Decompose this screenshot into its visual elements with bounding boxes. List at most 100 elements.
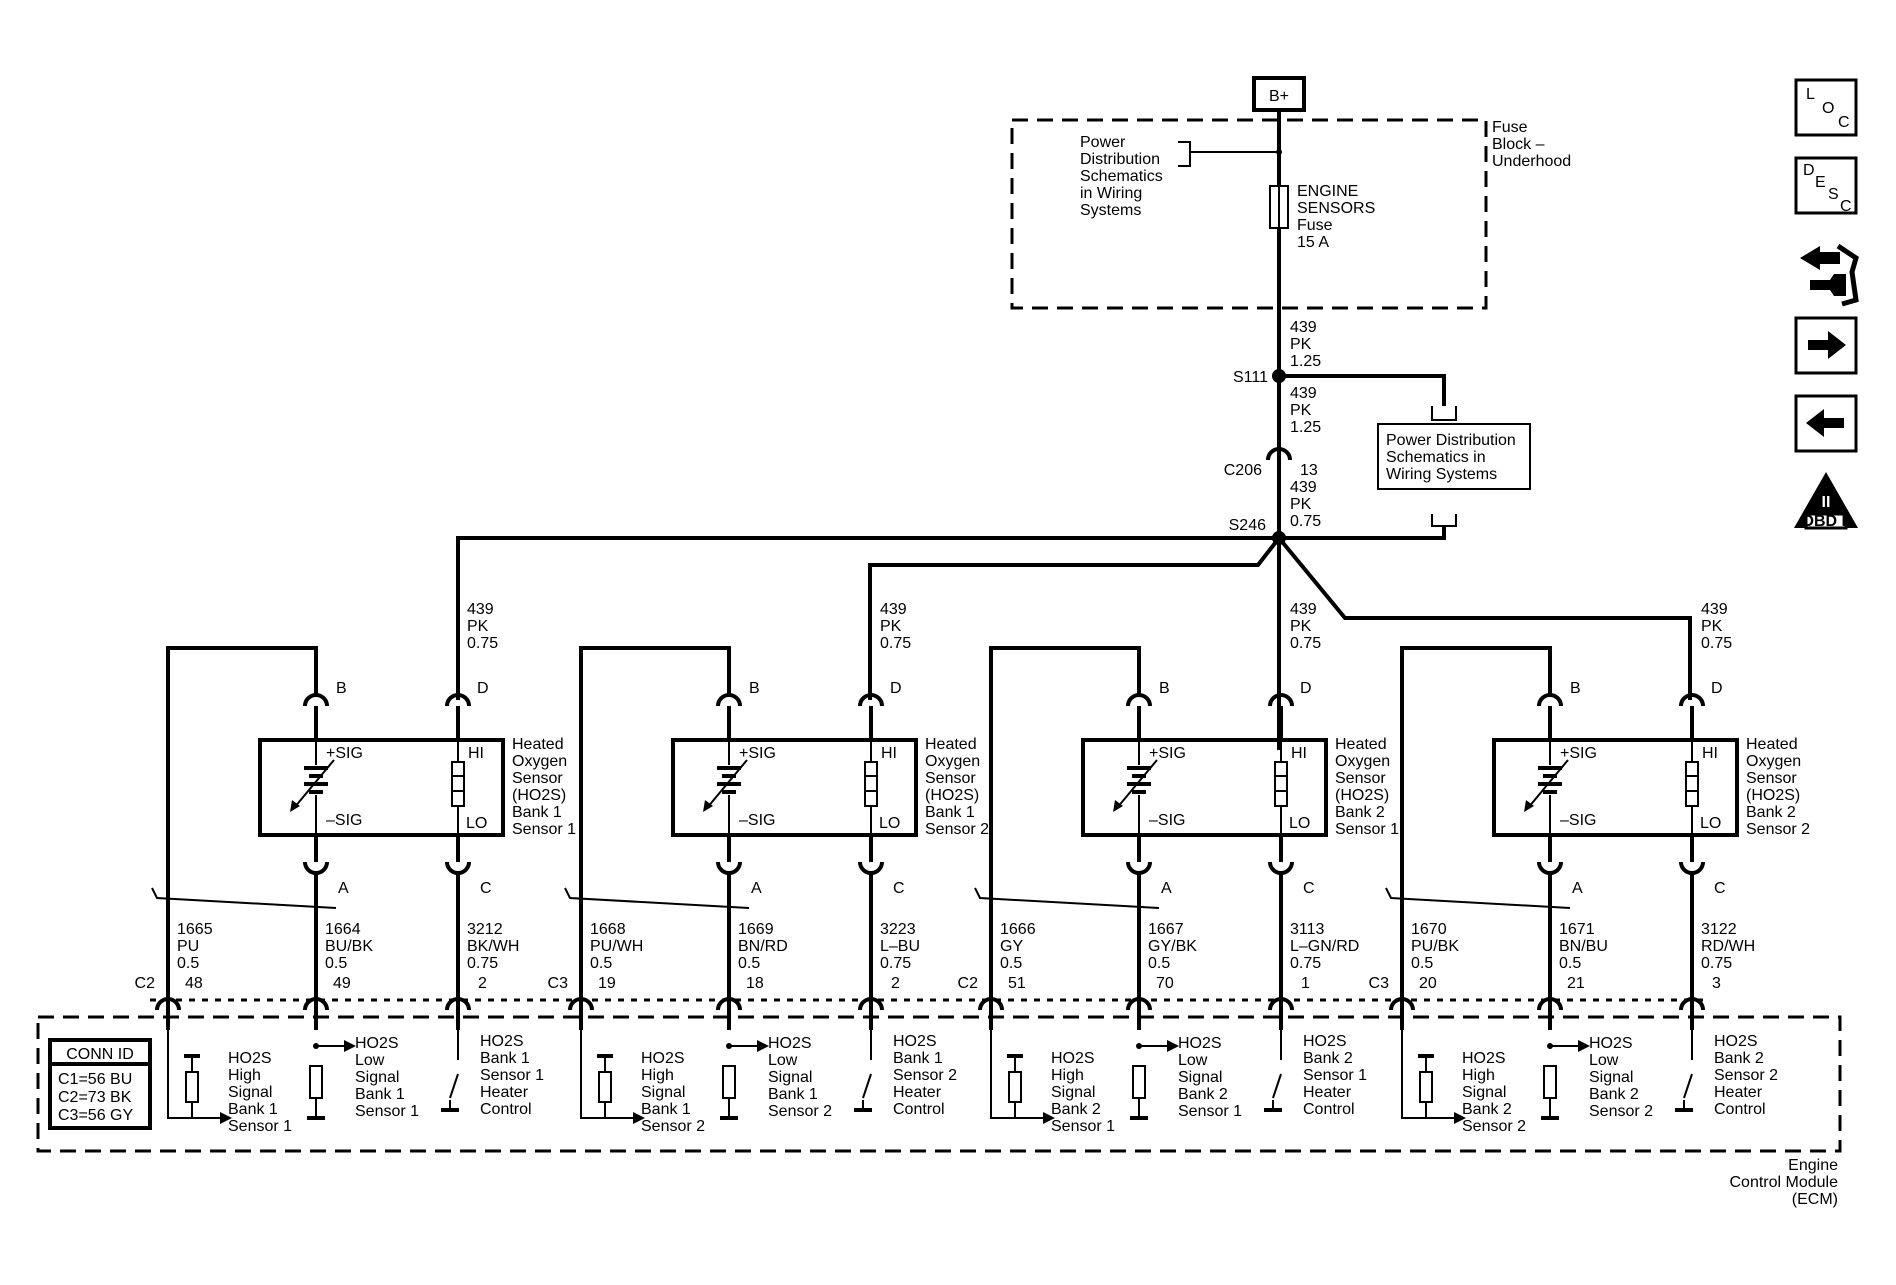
output-arrow-icon [344, 1040, 356, 1052]
pin-a-label: A [751, 880, 762, 897]
ecm-pin-low: 70 [1156, 975, 1174, 992]
ecm-pin-heater: 2 [478, 975, 487, 992]
splice-s111-label: S111 [1233, 369, 1268, 386]
resistor-icon [598, 1071, 612, 1103]
output-arrow-icon [757, 1040, 769, 1052]
heater-element-icon [1685, 761, 1699, 807]
sig-pos-label: +SIG [326, 745, 363, 762]
pin-d-label: D [1300, 680, 1312, 697]
pin-c-label: C [893, 880, 905, 897]
ecm-connector-label: C2 [958, 975, 979, 992]
splice-s246-label: S246 [1229, 517, 1266, 534]
arrow-left-icon [1806, 409, 1844, 437]
signal-arrow-icon [633, 1112, 645, 1124]
fuse-block-outline [1010, 118, 1488, 310]
connector-pin-b [716, 693, 742, 707]
ecm-pin-high: 48 [185, 975, 203, 992]
loc-button[interactable]: L O C [1794, 78, 1858, 137]
connector-pin-b [303, 693, 329, 707]
switch-icon [449, 1073, 459, 1099]
resistor-icon [1132, 1065, 1146, 1099]
obd-mark: II [1822, 494, 1831, 511]
connector-pin-d [1679, 693, 1705, 707]
battery-label: B+ [1269, 88, 1289, 105]
heater-lo-label: LO [1289, 815, 1310, 832]
loc-letter-l: L [1806, 86, 1815, 103]
pd-ref-box [1377, 423, 1531, 490]
ecm-outline [36, 1015, 1842, 1153]
pin-a-label: A [1572, 880, 1583, 897]
heater-element-icon [1274, 761, 1288, 807]
loc-letter-o: O [1822, 100, 1834, 117]
ecm-terminal [1679, 997, 1705, 1011]
ecm-pin-high: 51 [1008, 975, 1026, 992]
resistor-icon [1543, 1065, 1557, 1099]
ecm-terminal [716, 997, 742, 1011]
pin-d-label: D [890, 680, 902, 697]
ecm-pin-low: 49 [333, 975, 351, 992]
output-arrow-icon [1578, 1040, 1590, 1052]
connector-pin-a [716, 861, 742, 875]
resistor-icon [1008, 1071, 1022, 1103]
desc-button[interactable]: D E S C [1794, 156, 1858, 215]
pin-d-label: D [477, 680, 489, 697]
desc-letter-s: S [1828, 186, 1839, 203]
obd-ii-button[interactable]: II OBD II [1794, 472, 1858, 530]
conn-id-row-2: C2=73 BK [58, 1089, 132, 1106]
heater-lo-label: LO [1700, 815, 1721, 832]
switch-icon [1683, 1073, 1693, 1099]
pin-b-label: B [749, 680, 760, 697]
pin-a-label: A [338, 880, 349, 897]
ecm-terminal [1537, 997, 1563, 1011]
sig-neg-label: –SIG [1560, 812, 1596, 829]
resistor-icon [1419, 1071, 1433, 1103]
resistor-icon [185, 1071, 199, 1103]
pin-c-label: C [1714, 880, 1726, 897]
conn-id-row-1: C1=56 BU [58, 1071, 132, 1088]
previous-page-button[interactable] [1794, 394, 1858, 453]
arrow-right-icon [1808, 331, 1846, 359]
sensor-box [258, 738, 505, 837]
ecm-pin-low: 18 [746, 975, 764, 992]
ecm-terminal [303, 997, 329, 1011]
sig-pos-label: +SIG [739, 745, 776, 762]
twisted-pair-mark [151, 887, 337, 909]
next-page-button[interactable] [1794, 316, 1858, 375]
sig-neg-label: –SIG [739, 812, 775, 829]
connector-tool-icon[interactable] [1800, 243, 1859, 307]
connector-c206-label: C206 [1224, 462, 1262, 479]
ecm-module: CONN ID C1=56 BU C2=73 BK C3=56 GY Engin… [36, 998, 1842, 1208]
heater-hi-label: HI [1702, 745, 1718, 762]
resistor-icon [722, 1065, 736, 1099]
ecm-pin-heater: 1 [1301, 975, 1310, 992]
heater-lo-label: LO [879, 815, 900, 832]
signal-arrow-icon [1043, 1112, 1055, 1124]
